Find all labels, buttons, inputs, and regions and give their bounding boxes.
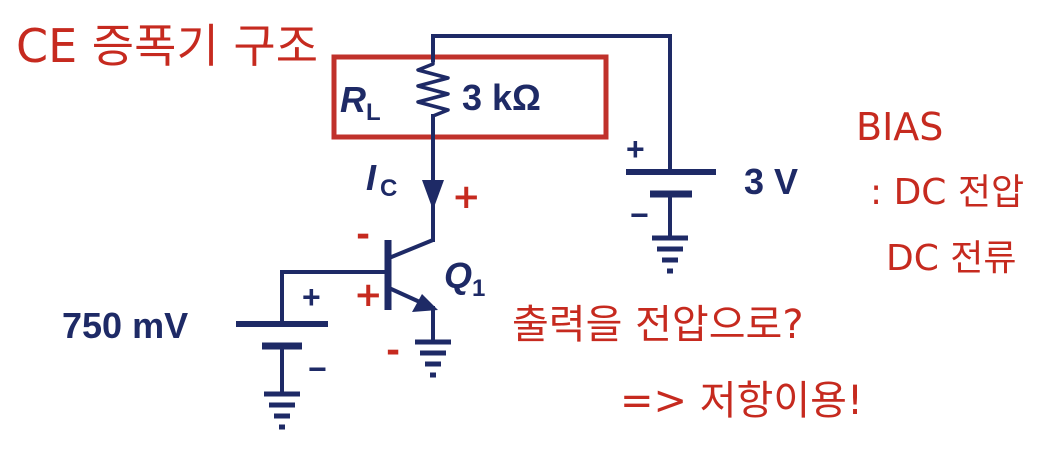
vin-label: 750 mV (62, 305, 188, 346)
bias-line-current: DC 전류 (886, 238, 1017, 279)
base-minus-mark: - (356, 215, 370, 255)
vcc-minus-sign: − (630, 197, 649, 233)
collector-plus-mark: + (452, 177, 481, 217)
transistor-emitter-leg (388, 286, 423, 305)
bias-title: BIAS (856, 105, 943, 149)
transistor-collector-leg (388, 238, 434, 260)
emitter-ground-icon (415, 339, 451, 378)
base-wire (280, 270, 390, 324)
rl-value: 3 kΩ (462, 77, 541, 118)
question-annotation: 출력을 전압으로? (512, 302, 804, 348)
base-plus-mark: + (354, 275, 383, 315)
answer-annotation: => 저항이용! (620, 378, 863, 424)
load-highlight-box (331, 54, 609, 140)
vin-ground-icon (264, 391, 300, 430)
vcc-label: 3 V (744, 161, 798, 202)
q1-label: Q1 (444, 255, 485, 302)
rl-label: RL (340, 79, 381, 126)
vcc-plus-sign: + (626, 131, 645, 167)
vin-minus-sign: − (308, 351, 327, 387)
bias-line-voltage: : DC 전압 (870, 172, 1024, 213)
title-annotation: CE 증폭기 구조 (16, 19, 318, 73)
vin-plus-sign: + (302, 279, 321, 315)
current-arrow-icon (422, 180, 444, 210)
vcc-ground-icon (652, 235, 688, 274)
supply-wire (431, 34, 672, 170)
load-resistor (416, 60, 450, 120)
emitter-minus-mark: - (386, 331, 400, 371)
